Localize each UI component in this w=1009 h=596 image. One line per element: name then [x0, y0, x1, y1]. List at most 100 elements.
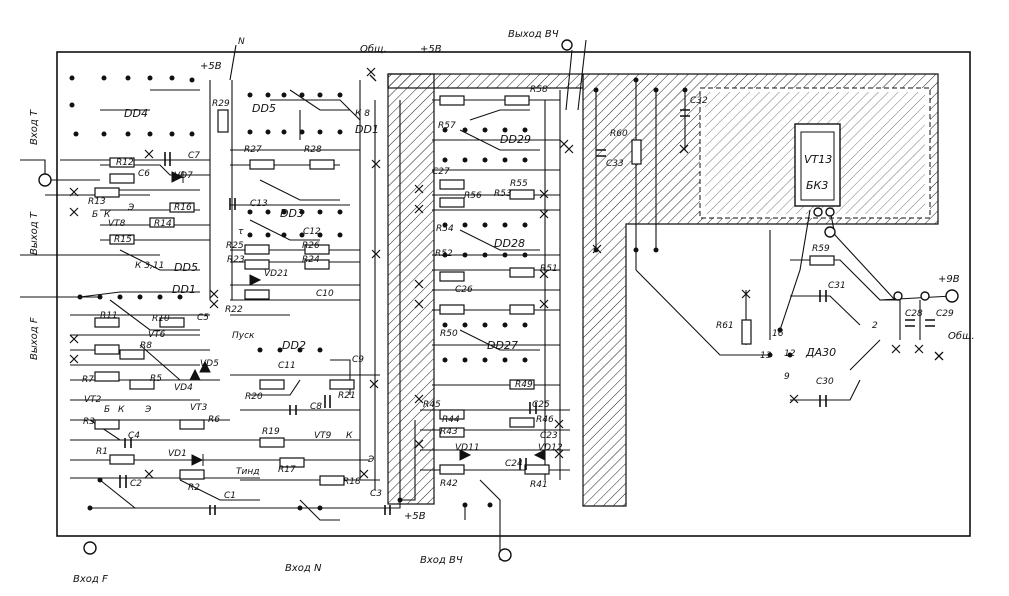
capacitor-c29: C29 [936, 309, 954, 319]
capacitor-c6: C6 [138, 169, 151, 179]
diode-vd4: VD4 [174, 383, 193, 393]
ground-marks [369, 74, 944, 361]
k8-label: К 8 [355, 109, 370, 119]
resistor-r6: R6 [208, 415, 220, 425]
diode-vd5: VD5 [200, 359, 219, 369]
transistor-vt8: VT8 [108, 219, 126, 229]
resistor-r28: R28 [304, 145, 322, 155]
resistor-r3: R3 [83, 417, 95, 427]
resistor-r15: R15 [114, 235, 132, 245]
resistor-r27: R27 [244, 145, 262, 155]
input-f-label: Вход F [73, 574, 108, 585]
tind-label: Тинд [236, 467, 260, 477]
pin-emitter-vt9: Э [368, 455, 375, 465]
transistor-vt9: VT9 [314, 431, 332, 441]
chip-dd2: DD2 [282, 339, 306, 352]
pin-12: 12 [784, 349, 796, 359]
pads [69, 75, 793, 511]
resistor-r50: R50 [440, 329, 458, 339]
pin-emitter-vt8: Э [128, 203, 135, 213]
resistor-r8: R8 [140, 341, 152, 351]
input-vch-label: Вход ВЧ [420, 555, 463, 566]
diode-symbols [171, 171, 546, 466]
pin-collector-vt8: К [104, 210, 111, 220]
k311-label: К 3,11 [135, 261, 165, 271]
output-f-label: Выход F [29, 317, 40, 360]
resistor-r42: R42 [440, 479, 458, 489]
resistor-r49: R49 [515, 380, 533, 390]
capacitor-c5: C5 [197, 313, 210, 323]
shield-area-left [387, 73, 584, 505]
capacitor-c4: C4 [128, 431, 141, 441]
resistor-r20: R20 [245, 392, 263, 402]
resistor-r1: R1 [96, 447, 108, 457]
resistor-r17: R17 [278, 465, 296, 475]
shield-area-right [582, 73, 939, 507]
pin-16: 16 [772, 329, 784, 339]
resistor-r11: R11 [100, 311, 118, 321]
capacitor-c27: C27 [432, 167, 450, 177]
chip-dd3: DD3 [280, 207, 304, 220]
resistor-r44: R44 [442, 415, 460, 425]
resistor-r59: R59 [812, 244, 830, 254]
resistor-r54: R54 [436, 224, 454, 234]
transistor-vt3: VT3 [190, 403, 208, 413]
diode-vd11: VD11 [455, 443, 480, 453]
capacitor-c10: C10 [316, 289, 334, 299]
resistor-r29: R29 [212, 99, 230, 109]
capacitor-c33: C33 [606, 159, 624, 169]
capacitor-c31: C31 [828, 281, 846, 291]
ground-label-top: Общ. [360, 44, 387, 55]
resistor-r58: R58 [530, 85, 548, 95]
resistor-r45: R45 [423, 400, 441, 410]
capacitor-c23: C23 [540, 431, 558, 441]
resistor-r5: R5 [150, 374, 162, 384]
ground-label-right: Общ. [948, 331, 975, 342]
resistor-r18: R18 [343, 477, 361, 487]
diode-vd7: VD7 [174, 171, 193, 181]
board-outline [56, 51, 971, 537]
resistor-r24: R24 [302, 255, 320, 265]
pin-collector-vt2: К [118, 405, 125, 415]
capacitor-symbols [119, 109, 935, 515]
test-points [69, 67, 924, 479]
diode-vd21: VD21 [264, 269, 289, 279]
start-label: Пуск [232, 331, 255, 341]
output-vch-label: Выход ВЧ [508, 29, 559, 40]
input-t-label: Вход Т [29, 109, 40, 145]
supply-5v-label-bottom: +5В [404, 511, 426, 522]
pin-2: 2 [872, 321, 878, 331]
capacitor-c13: C13 [250, 199, 268, 209]
resistor-r19: R19 [262, 427, 280, 437]
vt13-module [794, 123, 841, 207]
resistor-r46: R46 [536, 415, 554, 425]
chip-da30: ДА30 [806, 346, 837, 359]
diode-vd1: VD1 [168, 449, 187, 459]
capacitor-c24: C24 [505, 459, 523, 469]
capacitor-c32: C32 [690, 96, 708, 106]
pin-collector-vt9: К [346, 431, 353, 441]
chip-dd1-left: DD1 [172, 283, 196, 296]
capacitor-c11: C11 [278, 361, 296, 371]
capacitor-c9: C9 [352, 355, 365, 365]
resistor-r41: R41 [530, 480, 548, 490]
resistor-r53: R53 [494, 189, 512, 199]
supply-5v-label-top2: +5В [420, 44, 442, 55]
transistor-vt13-type: БК3 [806, 179, 829, 192]
resistor-r52: R52 [435, 249, 453, 259]
resistor-bodies [94, 95, 835, 486]
chip-dd4: DD4 [124, 107, 148, 120]
capacitor-c3: C3 [370, 489, 383, 499]
capacitor-c28: C28 [905, 309, 923, 319]
pin-13: 13 [760, 351, 772, 361]
resistor-r16: R16 [174, 203, 192, 213]
chip-dd5-top: DD5 [252, 102, 276, 115]
supply-9v-label: +9В [938, 274, 960, 285]
connectors [38, 39, 959, 562]
resistor-r25: R25 [226, 241, 244, 251]
resistor-r60: R60 [610, 129, 628, 139]
chip-dd28: DD28 [494, 237, 525, 250]
resistor-r13: R13 [88, 197, 106, 207]
resistor-r56: R56 [464, 191, 482, 201]
